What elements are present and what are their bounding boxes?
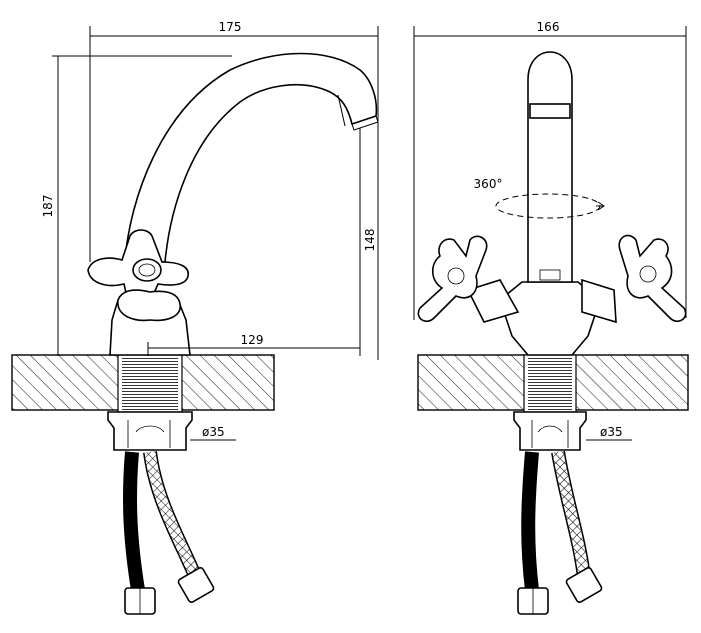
- side-handle: [87, 229, 189, 322]
- dim-front-width: 166: [537, 20, 560, 34]
- spout: [124, 52, 378, 263]
- front-view: 360°: [413, 20, 689, 615]
- dim-front-hole-diameter: ø35: [600, 425, 623, 439]
- side-view: 175 187 148 129 ø35: [11, 20, 379, 615]
- dim-spout-height: 148: [363, 229, 377, 252]
- dimension-lines-front: [413, 26, 687, 441]
- mounting-nut: [107, 411, 193, 451]
- hose-fitting-front-2: [565, 567, 603, 603]
- right-handle: [581, 234, 687, 324]
- dim-spout-reach: 129: [241, 333, 264, 347]
- left-handle: [417, 235, 520, 323]
- mounting-nut-front: [513, 411, 587, 451]
- spout-column: [527, 51, 573, 283]
- rotation-label: 360°: [474, 177, 503, 191]
- dimension-lines-side: [52, 26, 379, 441]
- dim-overall-height: 187: [41, 195, 55, 218]
- dim-hole-diameter: ø35: [202, 425, 225, 439]
- hose-fitting-2: [177, 567, 215, 603]
- dim-overall-width: 175: [219, 20, 242, 34]
